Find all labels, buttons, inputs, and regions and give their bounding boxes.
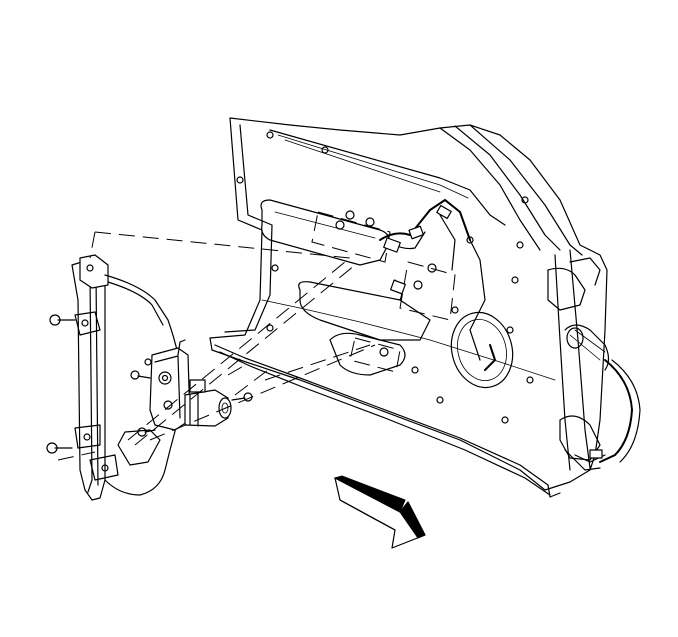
bolt-icon bbox=[236, 131, 534, 424]
alignment-lines bbox=[57, 231, 376, 461]
direction-arrow-icon bbox=[333, 475, 426, 549]
door-inner-panel-icon bbox=[209, 117, 641, 498]
bolt-icon bbox=[46, 264, 109, 472]
wiring-harness-icon bbox=[379, 198, 497, 371]
regulator-motor-icon bbox=[130, 339, 253, 437]
window-regulator-icon bbox=[46, 254, 179, 501]
wiring-harness-icon bbox=[547, 257, 641, 471]
